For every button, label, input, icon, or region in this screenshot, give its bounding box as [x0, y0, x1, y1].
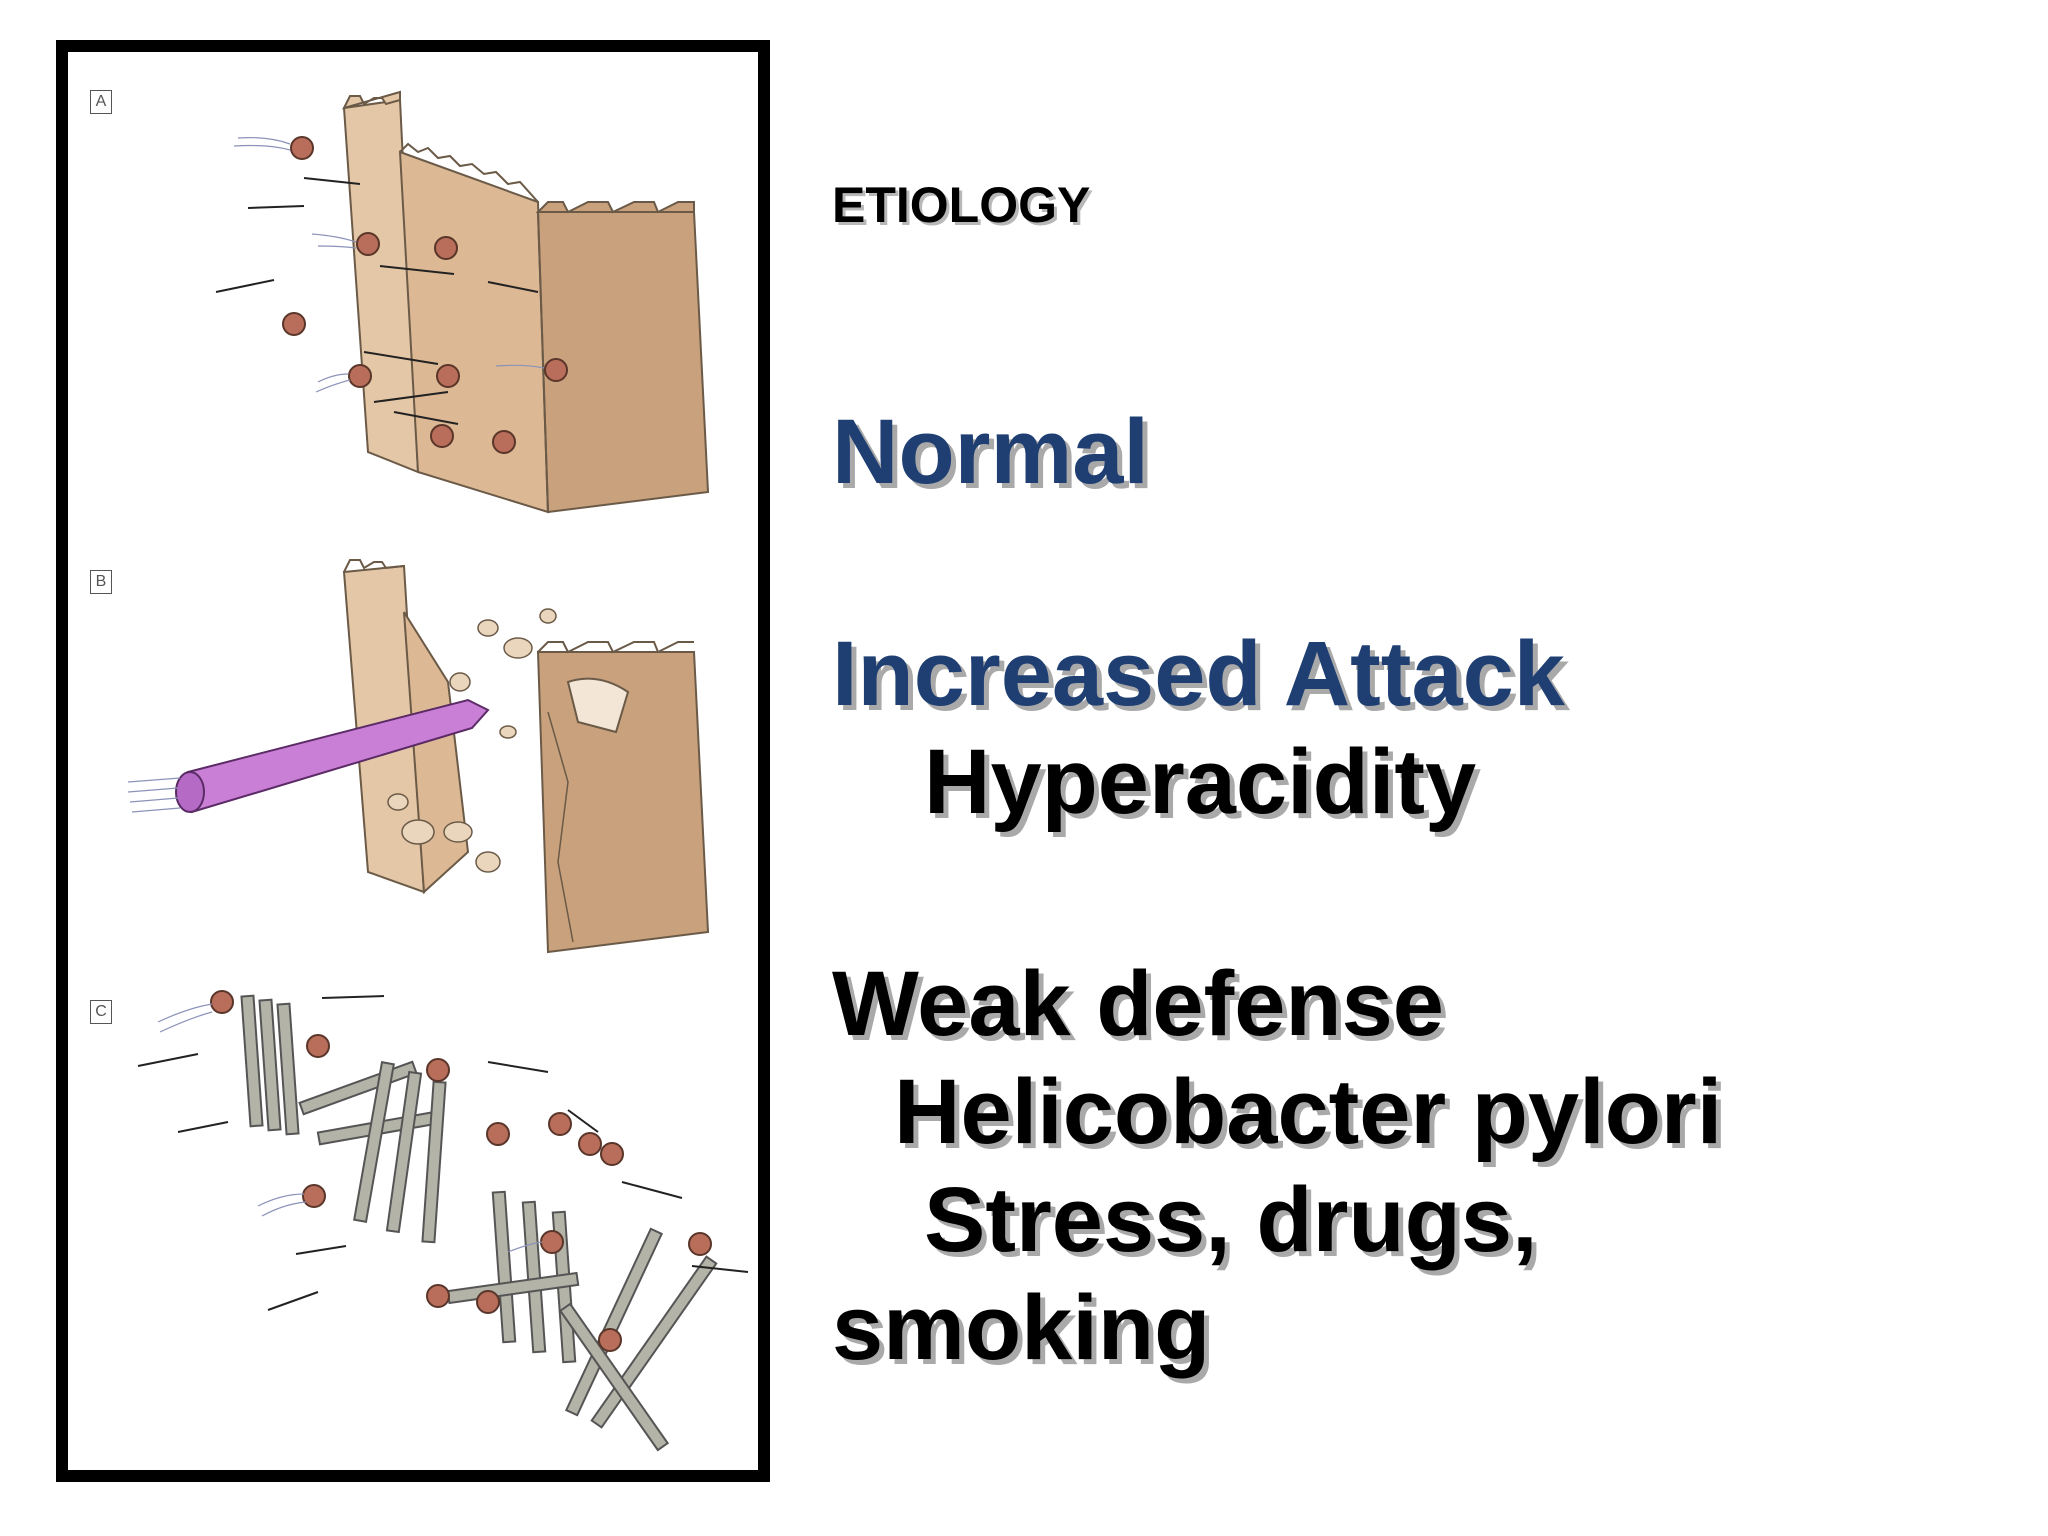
- weak-defense-label: Weak defense: [832, 953, 1444, 1055]
- panel-b-breached-wall: B: [68, 532, 758, 962]
- smoking-item: smoking: [832, 1277, 1211, 1379]
- helicobacter-item: Helicobacter pylori: [894, 1061, 1723, 1163]
- increased-attack-label: Increased Attack: [832, 623, 1565, 725]
- hyperacidity-item: Hyperacidity: [924, 731, 1477, 833]
- castle-wall-illustration: [215, 90, 710, 514]
- normal-label: Normal: [832, 401, 1149, 503]
- stress-drugs-item: Stress, drugs,: [924, 1169, 1538, 1271]
- panel-c-broken-fence: C: [68, 962, 758, 1482]
- slide-heading: ETIOLOGY: [832, 177, 1091, 233]
- panel-label-c: C: [90, 1000, 112, 1024]
- panel-label-b: B: [90, 570, 112, 594]
- illustration-frame: A: [56, 40, 770, 1482]
- broken-fence-illustration: [137, 990, 749, 1452]
- breached-wall-illustration: [127, 559, 710, 954]
- panel-a-intact-wall: A: [68, 52, 758, 532]
- panel-label-a: A: [90, 90, 112, 114]
